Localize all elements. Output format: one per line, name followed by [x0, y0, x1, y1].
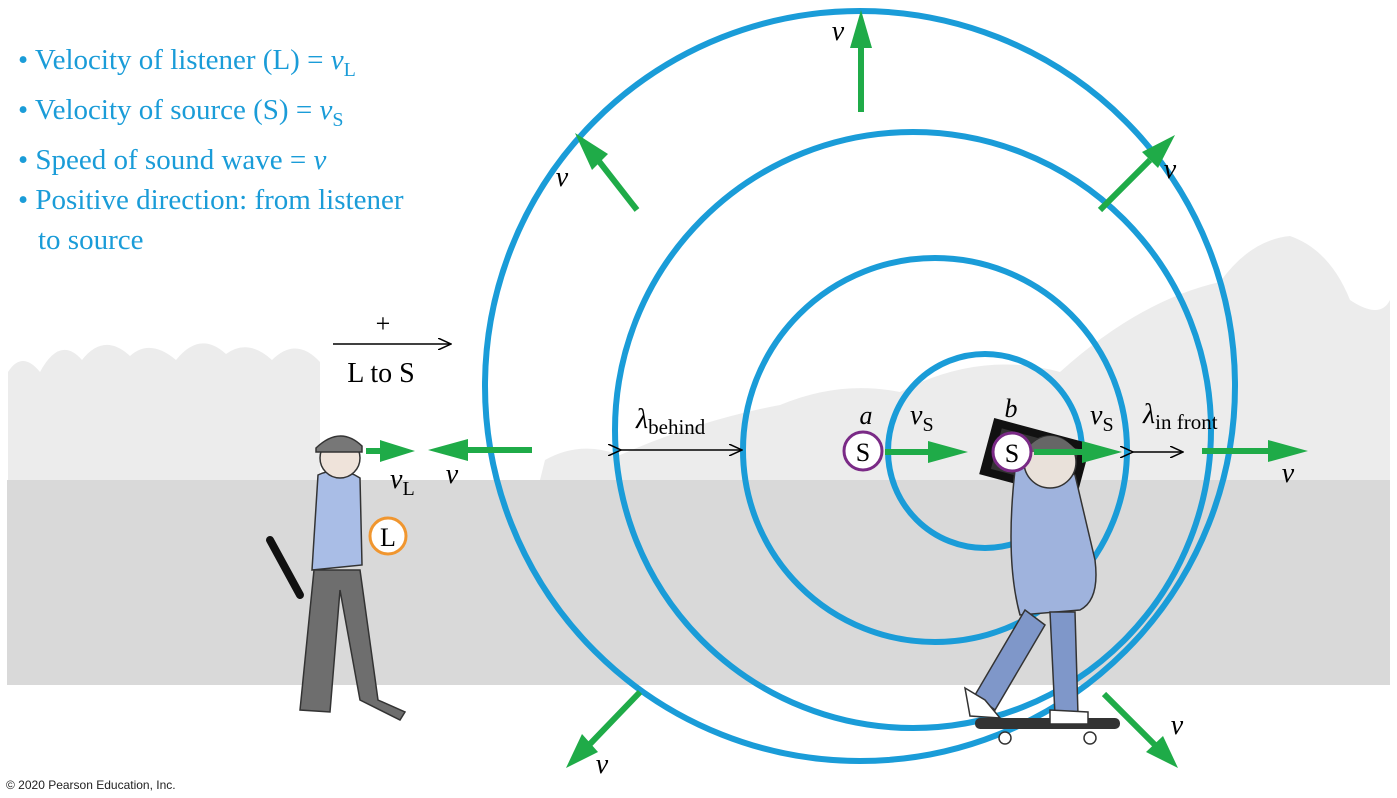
lambda-infront-label: λin front — [1142, 399, 1218, 434]
vl-label: vL — [390, 464, 415, 500]
arrow-vs-b-head — [1082, 441, 1122, 463]
source-a-letter: S — [856, 438, 870, 467]
vs-label-a: vS — [910, 400, 934, 436]
v-label-upleft: v — [556, 162, 569, 193]
arrow-downleft-shaft — [587, 689, 643, 747]
legend-listener-velocity: • Velocity of listener (L) = vL — [18, 44, 356, 81]
direction-label: L to S — [347, 358, 414, 389]
arrow-vl-head — [380, 440, 415, 462]
source-position-a — [842, 430, 884, 472]
v-label-left: v — [446, 459, 459, 490]
wavefront-1 — [482, 8, 1238, 764]
v-label-downleft: v — [596, 749, 609, 780]
arrow-vs-a-head — [928, 441, 968, 463]
arrow-upright-head — [1142, 135, 1175, 168]
wavefront-2 — [612, 129, 1214, 731]
skyline-silhouette — [8, 343, 320, 480]
point-label-a: a — [860, 401, 873, 430]
ground — [7, 480, 1390, 685]
arrow-downright-shaft — [1101, 691, 1158, 748]
arrow-right-head — [1268, 440, 1308, 462]
arrow-left-head — [428, 439, 468, 461]
arrow-downright-head — [1146, 736, 1178, 768]
point-label-b: b — [1005, 394, 1018, 423]
legend-positive-direction-cont: to source — [38, 223, 144, 256]
listener-marker — [368, 516, 408, 556]
arrow-upleft-shaft — [595, 158, 640, 212]
listener-letter: L — [380, 523, 396, 552]
legend-source-velocity: • Velocity of source (S) = vS — [18, 93, 344, 131]
copyright-notice: © 2020 Pearson Education, Inc. — [6, 778, 176, 792]
arrow-upright-shaft — [1097, 157, 1153, 213]
arrow-downleft-head — [566, 734, 598, 768]
v-label-top: v — [832, 16, 845, 47]
arrow-up-head — [850, 10, 872, 48]
source-position-b — [991, 431, 1033, 473]
legend-sound-speed: • Speed of sound wave = v — [18, 143, 327, 176]
lambda-behind-label: λbehind — [635, 404, 706, 439]
v-label-right: v — [1282, 458, 1295, 489]
direction-plus: + — [376, 309, 391, 338]
vs-label-b: vS — [1090, 400, 1114, 436]
legend-positive-direction: • Positive direction: from listener — [18, 183, 404, 216]
legend: • Velocity of listener (L) = vL • Veloci… — [18, 40, 403, 260]
listener-figure — [266, 435, 407, 721]
v-label-upright: v — [1164, 154, 1177, 185]
v-label-downright: v — [1171, 710, 1184, 741]
arrows — [366, 10, 1308, 768]
arrow-upleft-head — [575, 133, 608, 170]
source-b-letter: S — [1005, 439, 1019, 468]
